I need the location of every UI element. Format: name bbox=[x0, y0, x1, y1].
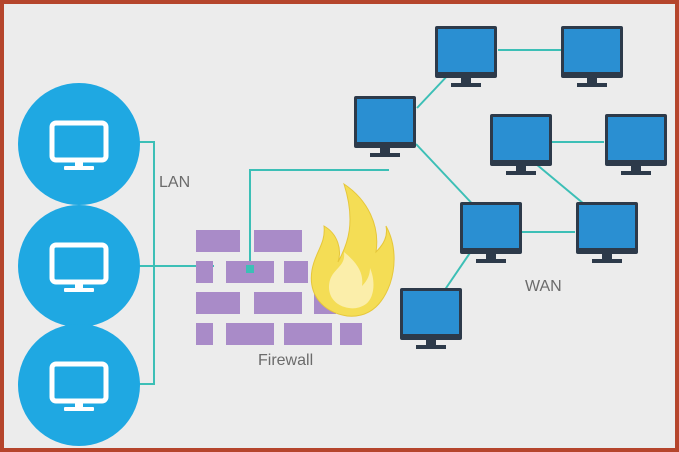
firewall-label: Firewall bbox=[258, 352, 314, 369]
wan-computer-4 bbox=[460, 202, 522, 263]
wan-computer-5 bbox=[490, 114, 552, 175]
connection-lines bbox=[134, 49, 604, 385]
wan-computer-1 bbox=[354, 96, 416, 157]
lan-computer-1 bbox=[18, 83, 140, 205]
lan-label: LAN bbox=[159, 174, 191, 191]
wan-computer-2 bbox=[435, 26, 497, 87]
firewall-uplink-line bbox=[249, 169, 389, 268]
diagram-canvas bbox=[18, 26, 667, 446]
wan-computer-7 bbox=[576, 202, 638, 263]
wan-computer-6 bbox=[605, 114, 667, 175]
wan-computer-8 bbox=[400, 288, 462, 349]
firewall-port bbox=[246, 265, 254, 273]
link-wan1-wan4 bbox=[415, 143, 481, 213]
wan-label: WAN bbox=[525, 278, 562, 295]
lan-computer-3 bbox=[18, 324, 140, 446]
flame-icon bbox=[310, 182, 395, 317]
lan-computer-2 bbox=[18, 205, 140, 327]
wan-computer-3 bbox=[561, 26, 623, 87]
brick-wall-icon bbox=[196, 230, 362, 345]
